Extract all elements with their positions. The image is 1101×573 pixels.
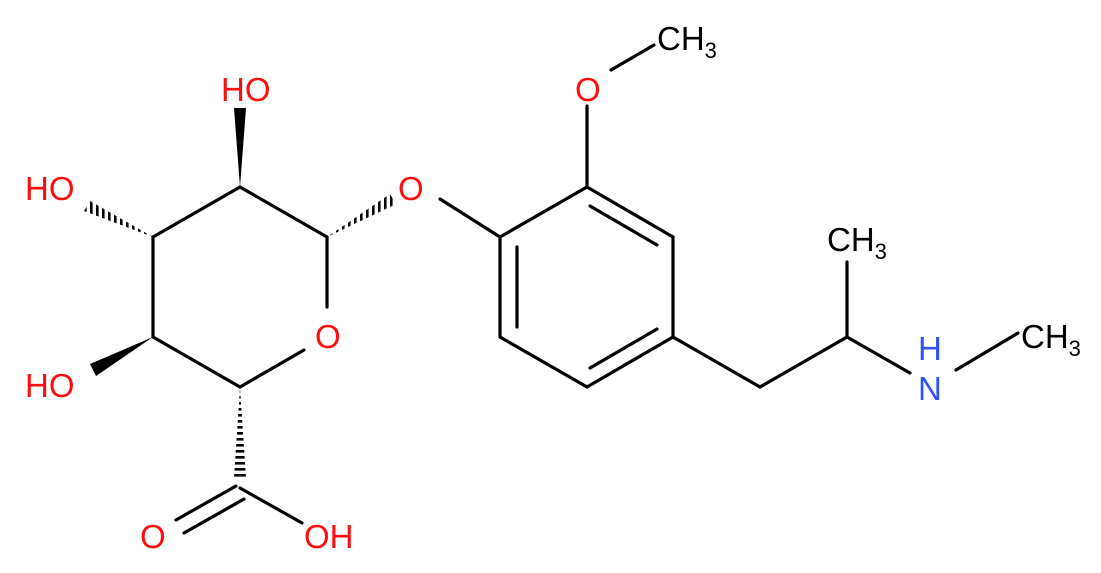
label-oh-top: HO <box>221 71 271 108</box>
bond-acid-oh <box>238 486 304 525</box>
label-side-methyl: CH3 <box>827 221 887 264</box>
bond-ch-n <box>845 335 912 375</box>
label-amine-h: H <box>918 330 942 367</box>
label-amine-n: N <box>918 370 942 407</box>
side-methyl-main: CH <box>827 221 875 258</box>
bond-c5-ringo <box>238 348 306 389</box>
bond-ar1-ar2 <box>498 185 589 239</box>
label-oh-bottom-left: HO <box>25 367 75 404</box>
methoxy-methyl-main: CH <box>657 20 705 57</box>
label-methoxy-methyl: CH3 <box>657 20 717 63</box>
n-methyl-main: CH <box>1021 318 1069 355</box>
label-methoxy-oxygen: O <box>575 71 601 108</box>
methoxy-methyl-sub: 3 <box>705 38 717 63</box>
bond-c1-c2 <box>238 185 329 239</box>
n-methyl-sub: 3 <box>1069 336 1081 361</box>
bond-ch2-ch <box>758 335 849 389</box>
aromatic-ring <box>438 185 675 389</box>
bond-carbonyl-1 <box>174 484 238 522</box>
bond-methoxy-o-ch3 <box>609 43 656 72</box>
side-chain <box>671 260 1020 389</box>
hash-c3-oh <box>84 201 153 237</box>
bond-o-ar1 <box>438 197 502 239</box>
hash-c5-cooh <box>234 387 246 478</box>
bond-n-ch3 <box>954 331 1020 372</box>
bond-ar4-ch2 <box>671 335 762 389</box>
label-acid-oh: OH <box>304 518 354 555</box>
wedge-c2-oh <box>234 108 246 187</box>
label-ring-oxygen: O <box>315 318 341 355</box>
sugar-ring <box>151 185 329 389</box>
side-methyl-sub: 3 <box>875 239 887 264</box>
wedge-c4-oh <box>90 337 153 376</box>
bond-ar5-ar6 <box>498 335 589 389</box>
label-n-methyl: CH3 <box>1021 318 1081 361</box>
label-carbonyl-oxygen: O <box>140 518 166 555</box>
bond-ar4-ar5 <box>585 335 675 389</box>
bond-ar2-ar3 <box>585 185 675 239</box>
bond-c4-c5 <box>151 335 242 389</box>
bond-ar4-ar5-inner <box>588 327 659 370</box>
hash-c1-o <box>327 194 396 237</box>
label-glycosidic-oxygen: O <box>398 170 424 207</box>
bond-carbonyl-2 <box>182 497 246 535</box>
carboxyl-group <box>174 484 304 535</box>
bond-ar2-ar3-inner <box>588 204 659 247</box>
label-oh-left: HO <box>25 170 75 207</box>
bond-c2-c3 <box>151 185 242 239</box>
